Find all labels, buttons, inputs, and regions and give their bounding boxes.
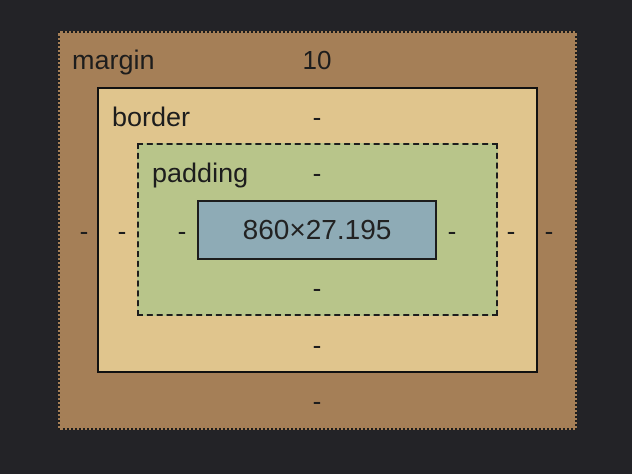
padding-label: padding <box>152 158 249 188</box>
border-label: border <box>112 102 191 132</box>
margin-label: margin <box>72 45 155 75</box>
border-left-value[interactable]: - <box>117 216 127 246</box>
margin-bottom-value[interactable]: - <box>312 386 322 416</box>
padding-bottom-value[interactable]: - <box>312 273 322 303</box>
padding-top-value[interactable]: - <box>312 158 322 188</box>
padding-left-value[interactable]: - <box>177 216 187 246</box>
border-right-value[interactable]: - <box>506 216 516 246</box>
content-box[interactable]: 860×27.195 <box>197 200 437 260</box>
margin-right-value[interactable]: - <box>544 216 554 246</box>
content-size: 860×27.195 <box>242 214 392 245</box>
margin-left-value[interactable]: - <box>79 216 89 246</box>
border-top-value[interactable]: - <box>312 102 322 132</box>
margin-top-value[interactable]: 10 <box>302 45 332 75</box>
padding-right-value[interactable]: - <box>447 216 457 246</box>
border-bottom-value[interactable]: - <box>312 330 322 360</box>
